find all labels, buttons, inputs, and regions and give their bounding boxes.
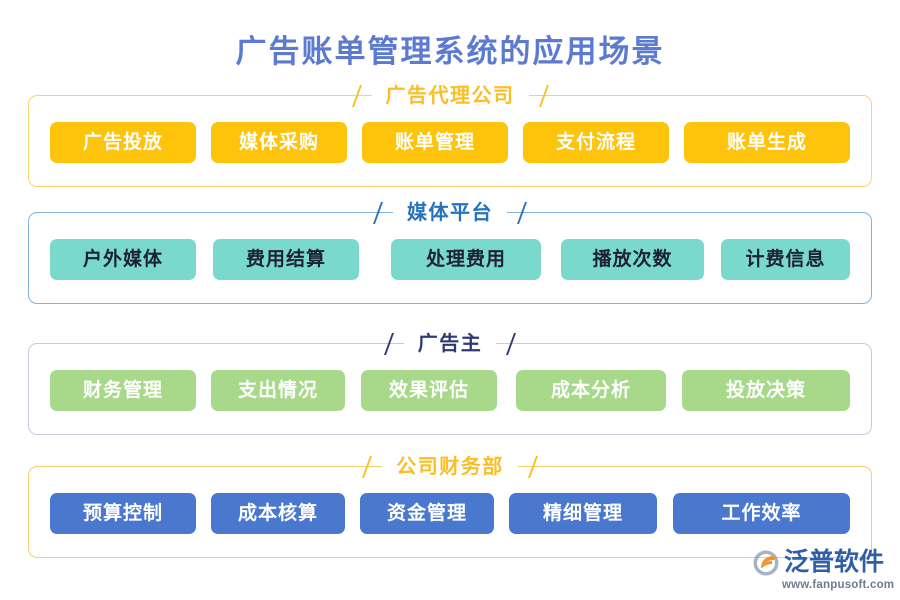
chip-item[interactable]: 支付流程 <box>523 122 669 163</box>
chip-row: 户外媒体 费用结算 处理费用 播放次数 计费信息 <box>29 213 871 303</box>
chip-item[interactable]: 支出情况 <box>211 370 345 411</box>
logo-url-text: www.fanpusoft.com <box>782 579 895 591</box>
chip-item[interactable]: 账单管理 <box>362 122 508 163</box>
chip-item[interactable]: 账单生成 <box>684 122 850 163</box>
chip-item[interactable]: 财务管理 <box>50 370 196 411</box>
chip-item[interactable]: 播放次数 <box>561 239 704 280</box>
chip-item[interactable]: 预算控制 <box>50 493 196 534</box>
chip-row: 预算控制 成本核算 资金管理 精细管理 工作效率 <box>29 467 871 557</box>
chip-item[interactable]: 媒体采购 <box>211 122 347 163</box>
section-advertiser: 广告主 财务管理 支出情况 效果评估 成本分析 投放决策 <box>28 331 872 435</box>
chip-item[interactable]: 工作效率 <box>673 493 850 534</box>
section-finance-department: 公司财务部 预算控制 成本核算 资金管理 精细管理 工作效率 <box>28 454 872 558</box>
chip-item[interactable]: 处理费用 <box>391 239 541 280</box>
chip-item[interactable]: 户外媒体 <box>50 239 196 280</box>
section-advertising-agency: 广告代理公司 广告投放 媒体采购 账单管理 支付流程 账单生成 <box>28 83 872 187</box>
watermark-logo: 泛普软件 www.fanpusoft.com <box>752 548 895 594</box>
logo-brand-text: 泛普软件 <box>784 549 885 576</box>
page-title: 广告账单管理系统的应用场景 <box>235 34 665 69</box>
chip-row: 广告投放 媒体采购 账单管理 支付流程 账单生成 <box>29 96 871 186</box>
fanpu-swoosh-logo-icon <box>752 549 780 577</box>
chip-item[interactable]: 成本核算 <box>211 493 345 534</box>
chip-item[interactable]: 效果评估 <box>361 370 497 411</box>
chip-item[interactable]: 投放决策 <box>682 370 850 411</box>
chip-item[interactable]: 费用结算 <box>213 239 359 280</box>
chip-item[interactable]: 计费信息 <box>721 239 850 280</box>
chip-row: 财务管理 支出情况 效果评估 成本分析 投放决策 <box>29 344 871 434</box>
section-media-platform: 媒体平台 户外媒体 费用结算 处理费用 播放次数 计费信息 <box>28 200 872 304</box>
chip-item[interactable]: 成本分析 <box>516 370 666 411</box>
chip-item[interactable]: 精细管理 <box>509 493 657 534</box>
chip-item[interactable]: 资金管理 <box>360 493 494 534</box>
logo-row: 泛普软件 <box>752 548 892 578</box>
chip-item[interactable]: 广告投放 <box>50 122 196 163</box>
